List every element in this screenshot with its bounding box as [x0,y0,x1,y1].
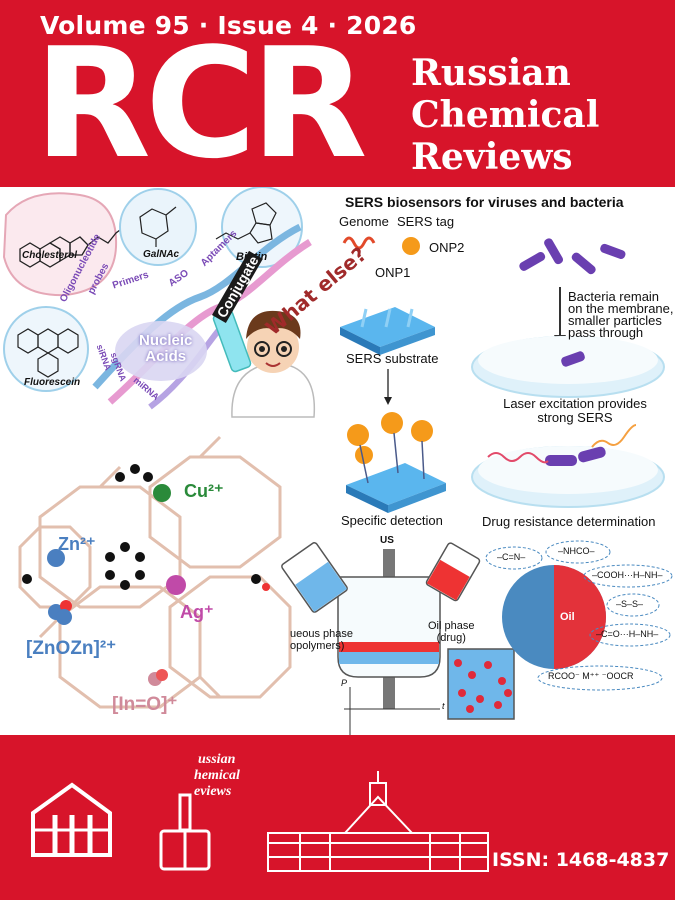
galnac-bubble [119,188,197,266]
aqueous-phase-line2: opolymers) [290,640,345,652]
oil-phase-line2: (drug) [436,632,466,644]
oil-beaker-icon [425,542,481,602]
cholesterol-structure-icon [19,226,133,268]
cu-label: Cu²⁺ [184,481,224,501]
journal-book-logo-icon [159,793,211,871]
genome-label: Genome [339,214,389,229]
group-amide-label: –NHCO– [558,546,595,556]
sers-tag-particle-icon [402,237,420,255]
aqueous-beaker-icon [281,542,348,613]
specific-detection-icon [346,412,446,513]
cover-footer: ussian hemical eviews ISSN: 1468-4837 [0,735,675,900]
pressure-label: P [341,678,348,688]
group-ionic-label: RCOO⁻ M⁺⁺ ⁻OOCR [548,671,634,681]
sers-substrate-label: SERS substrate [346,351,439,366]
nucleic-acids-label: Nucleic Acids [139,333,192,365]
laser-in-icon [487,452,549,464]
cholesterol-bubble [2,192,118,297]
cholesterol-label: Cholesterol [22,250,78,261]
journal-title-line3: Reviews [411,136,573,178]
aqueous-phase-line1: ueous phase [290,628,353,640]
conjugate-panel [2,187,316,418]
bacteria-note-line1: Bacteria remain [568,289,660,304]
laser-note: Laser excitation provides strong SERS [490,397,660,425]
fluorescein-label: Fluorescein [24,377,81,388]
university-building-icon [267,771,489,872]
issn-label: ISSN: 1468-4837 [492,849,670,871]
oil-phase-line1: Oil phase [428,620,475,632]
sers-panel [340,236,665,513]
cover-header: Volume 95 · Issue 4 · 2026 RCR Russian C… [0,0,675,187]
laser-out-icon [591,424,637,448]
laser-note-line2: strong SERS [537,410,613,425]
fluorescein-structure-icon [17,328,79,378]
methanol-molecule-icon [251,574,261,584]
copper-ion-icon [153,484,171,502]
ino-label: [In=O]⁺ [112,694,178,715]
nucleic-acids-line1: Nucleic [139,332,193,349]
journal-acronym: RCR [34,15,368,192]
journal-title-line2: Chemical [411,94,600,136]
footer-journal-line1: ussian [198,752,236,767]
oxygen-atom-icon [60,600,72,612]
bacteria-note-line4: pass through [568,325,644,340]
bacteria-icon [519,238,626,275]
bacteria-note: Bacteria remain on the membrane, smaller… [568,289,674,340]
laser-note-line1: Laser excitation provides [503,396,647,411]
znozn-label: [ZnOZn]²⁺ [26,638,117,659]
nanoparticle-oil-core-icon [554,565,606,669]
oil-droplets-icon [454,659,512,713]
genome-icon [342,236,376,250]
group-disulfide-label: –S–S– [616,599,644,609]
fluorescein-bubble [3,306,89,392]
galnac-label: GalNAc [143,249,180,260]
zn-label: Zn²⁺ [58,534,96,554]
nucleic-acids-line2: Acids [145,348,187,365]
galnac-structure-icon [139,206,177,247]
specific-detection-label: Specific detection [341,513,443,528]
sers-substrate-icon [340,307,435,355]
bacteria-note-line2: on the membrane, [568,301,674,316]
ultrasound-label: US [380,535,394,546]
group-carboxyl-hbond-label: –COOH···H–NH– [592,570,663,580]
onp2-label: ONP2 [429,240,465,255]
group-imine-label: –C=N– [497,552,526,562]
oil-core-label: Oil [560,611,575,623]
aqueous-phase-label: ueous phase opolymers) [290,628,353,652]
nucleic-acids-cloud [115,321,207,381]
functional-group-bubbles [485,540,673,691]
cover-artwork: Cholesterol GalNAc Biotin Fluorescein Nu… [0,187,675,735]
zeolite-atoms [22,464,270,686]
methane-molecule-icon [22,574,32,584]
journal-title-line1: Russian [411,52,571,94]
propene-molecule-icon [115,464,153,482]
time-label: t [442,701,445,711]
scientist-cartoon-icon [212,309,316,418]
issue-line: Volume 95 · Issue 4 · 2026 [40,11,417,40]
ag-label: Ag⁺ [180,602,214,622]
footer-journal-line2: hemical [194,768,240,783]
institute-logo-icon [31,782,112,857]
emulsion-panel [281,540,673,735]
bacteria-note-line3: smaller particles [568,313,662,328]
sers-title: SERS biosensors for viruses and bacteria [345,194,624,210]
onp1-label: ONP1 [375,265,411,280]
biotin-bubble [221,187,303,268]
drug-resistance-label: Drug resistance determination [482,514,656,529]
group-carbonyl-hbond-label: –C=O···H–NH– [596,629,659,639]
oil-phase-label: Oil phase (drug) [428,620,474,644]
sers-tag-label: SERS tag [397,214,455,229]
silver-ion-icon [166,575,186,595]
zeolite-panel [18,435,292,709]
journal-title: Russian Chemical Reviews [411,52,599,178]
footer-graphics [31,771,489,872]
biotin-structure-icon [215,202,277,244]
benzene-molecule-icon [105,542,145,590]
artwork-graphics [2,187,673,735]
footer-journal-line3: eviews [194,784,232,799]
zinc-ion-icon [47,549,65,567]
